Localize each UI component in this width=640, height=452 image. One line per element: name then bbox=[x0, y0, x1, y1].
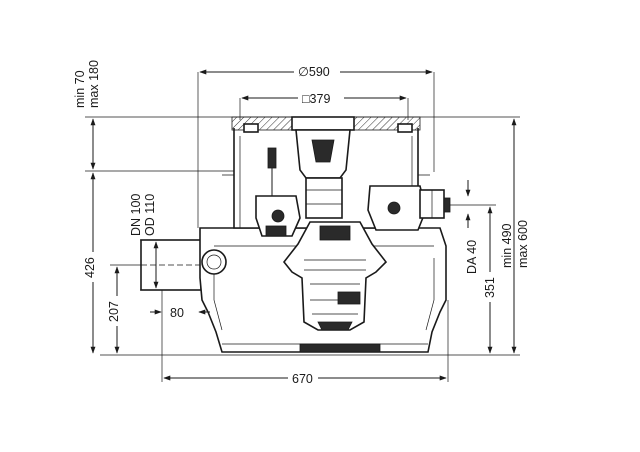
cover-height-max-label: max 180 bbox=[87, 60, 101, 108]
cover-height-min-label: min 70 bbox=[73, 70, 87, 108]
dimension-labels: ∅590 □379 min 70 max 180 426 DN 100 OD 1… bbox=[73, 60, 530, 386]
height-426-label: 426 bbox=[83, 257, 97, 278]
lifting-station-body bbox=[140, 116, 451, 353]
pipe-dn-label: DN 100 bbox=[129, 194, 143, 236]
square-cover-label: □379 bbox=[302, 92, 330, 106]
height-207-label: 207 bbox=[107, 301, 121, 322]
diameter-label: ∅590 bbox=[298, 65, 330, 79]
offset-80-label: 80 bbox=[170, 306, 184, 320]
depth-min-label: min 490 bbox=[500, 223, 514, 268]
width-670-label: 670 bbox=[292, 372, 313, 386]
depth-max-label: max 600 bbox=[516, 220, 530, 268]
pipe-od-label: OD 110 bbox=[143, 194, 157, 236]
height-351-label: 351 bbox=[483, 277, 497, 298]
pipe-da-label: DA 40 bbox=[465, 240, 479, 274]
